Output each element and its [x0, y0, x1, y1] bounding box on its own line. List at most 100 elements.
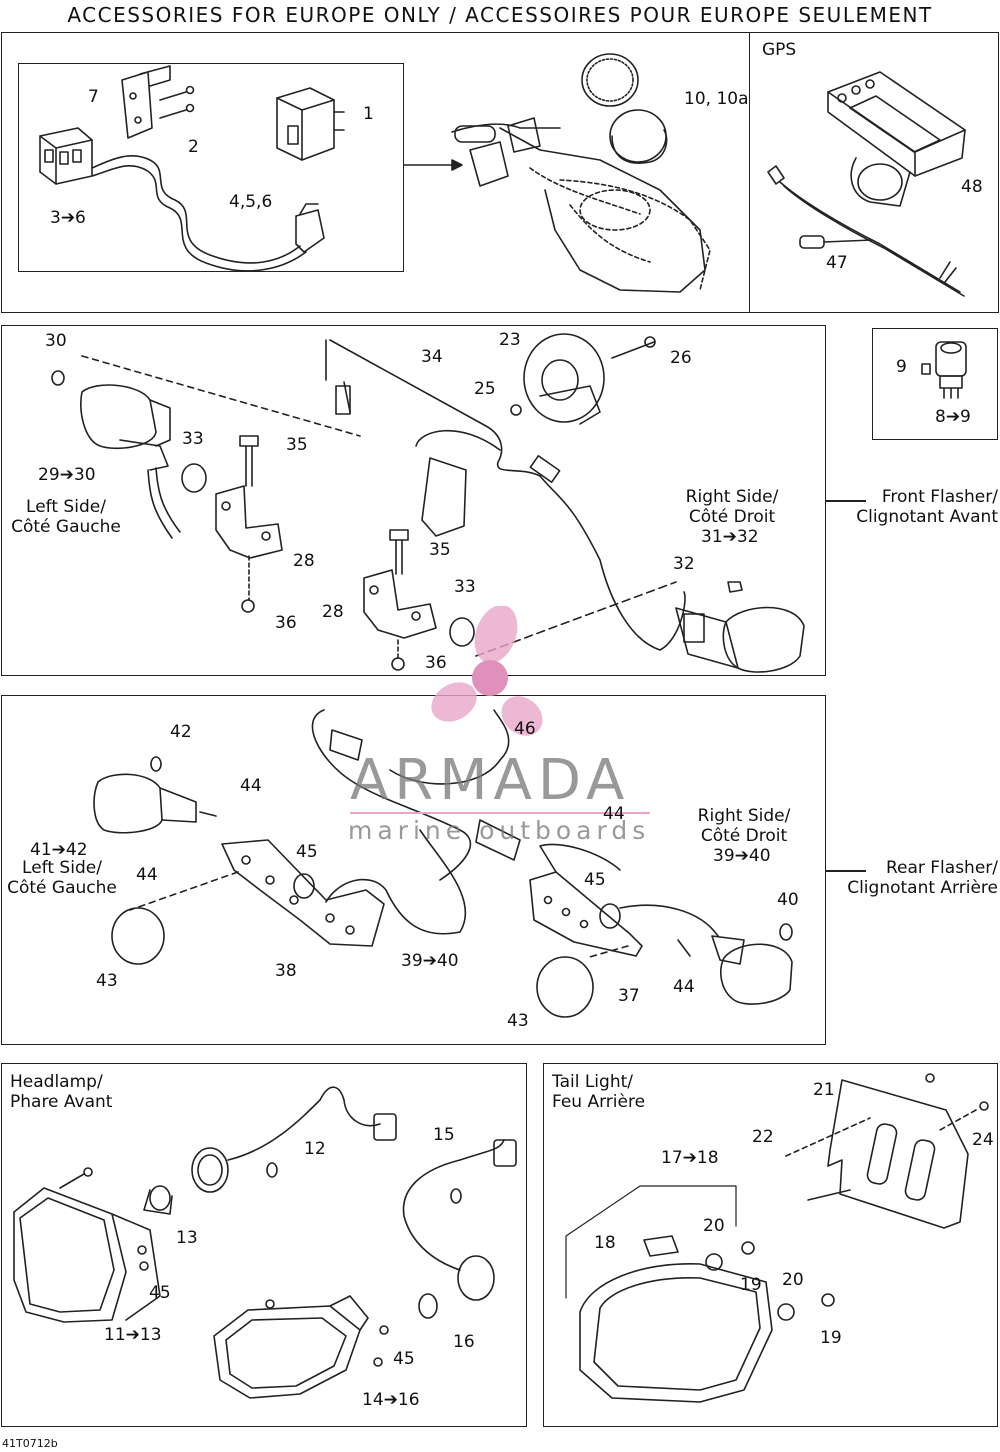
gps-title: GPS	[762, 40, 797, 60]
callout-10-10a: 10, 10a	[684, 89, 749, 109]
callout-45a: 45	[296, 842, 318, 862]
callout-15: 15	[433, 1125, 455, 1145]
callout-20a: 20	[703, 1216, 725, 1236]
rear-flasher-panel	[1, 695, 826, 1045]
callout-16: 16	[453, 1332, 475, 1352]
callout-17-18: 17➔18	[661, 1148, 719, 1168]
callout-24: 24	[972, 1130, 994, 1150]
license-plate-bracket-21	[785, 1073, 989, 1229]
rear-right-bracket-37	[529, 843, 719, 957]
callout-21: 21	[813, 1080, 835, 1100]
front-right-dashed-guide	[475, 581, 677, 657]
front-left-dashed-guide	[81, 355, 361, 437]
headlamp-title: Headlamp/ Phare Avant	[10, 1072, 113, 1112]
callout-30: 30	[45, 331, 67, 351]
callout-2: 2	[188, 137, 199, 157]
callout-35b: 35	[429, 540, 451, 560]
rear-left-reflector-43	[111, 907, 165, 965]
callout-36b: 36	[425, 653, 447, 673]
callout-48: 48	[961, 177, 983, 197]
accessories-panel	[1, 32, 999, 313]
front-right-side-label: Right Side/ Côté Droit	[685, 487, 779, 527]
callout-43a: 43	[96, 971, 118, 991]
switch-8-drawing	[921, 341, 967, 399]
gps-cable-47	[767, 165, 965, 297]
rear-right-reflector-43	[536, 956, 594, 1018]
callout-8-9: 8➔9	[935, 407, 971, 427]
callout-46: 46	[514, 719, 536, 739]
headlamp-harness-12	[191, 1086, 397, 1193]
screws-2	[159, 85, 195, 119]
headlamp-11-drawing	[13, 1167, 161, 1323]
rear-left-side-label: Left Side/ Côté Gauche	[7, 858, 117, 898]
callout-38: 38	[275, 961, 297, 981]
callout-45d: 45	[393, 1349, 415, 1369]
rear-left-dashed-guide	[129, 871, 239, 911]
watermark-tagline: marine outboards	[348, 816, 651, 845]
callout-33b: 33	[454, 577, 476, 597]
callout-20b: 20	[782, 1270, 804, 1290]
callout-37: 37	[618, 986, 640, 1006]
callout-4-5-6: 4,5,6	[229, 192, 273, 212]
callout-23: 23	[499, 330, 521, 350]
front-harness-34	[325, 339, 686, 651]
callout-36: 36	[275, 613, 297, 633]
headlamp-14-drawing	[213, 1293, 438, 1399]
callout-39-40b: 39➔40	[713, 846, 771, 866]
watermark-brand: ARMADA	[350, 748, 631, 813]
callout-40: 40	[777, 890, 799, 910]
callout-35: 35	[286, 435, 308, 455]
callout-42: 42	[170, 722, 192, 742]
callout-33: 33	[182, 429, 204, 449]
callout-14-16: 14➔16	[362, 1390, 420, 1410]
callout-19b: 19	[820, 1328, 842, 1348]
callout-43b: 43	[507, 1011, 529, 1031]
gauge-10	[581, 53, 668, 164]
callout-13: 13	[176, 1228, 198, 1248]
front-flasher-leader	[826, 500, 866, 502]
callout-31-32: 31➔32	[701, 527, 759, 547]
headlamp-panel	[1, 1063, 527, 1427]
taillight-panel	[543, 1063, 998, 1427]
callout-7: 7	[88, 87, 99, 107]
rear-right-flasher-drawing	[677, 923, 793, 1005]
callout-34: 34	[421, 347, 443, 367]
callout-45b: 45	[584, 870, 606, 890]
callout-32: 32	[673, 554, 695, 574]
callout-11-13: 11➔13	[104, 1325, 162, 1345]
page-title: ACCESSORIES FOR EUROPE ONLY / ACCESSOIRE…	[67, 3, 933, 27]
accessories-inset-box	[18, 63, 404, 272]
gps-divider	[749, 32, 751, 313]
rear-flasher-section-name: Rear Flasher/ Clignotant Arrière	[847, 858, 998, 898]
callout-44c: 44	[603, 804, 625, 824]
handlebar-installed-view	[451, 117, 711, 293]
callout-22: 22	[752, 1127, 774, 1147]
front-right-bracket-drawing	[363, 529, 475, 671]
callout-28: 28	[293, 551, 315, 571]
front-left-flasher-drawing	[51, 370, 181, 539]
relay-drawing	[276, 87, 345, 161]
callout-44a: 44	[240, 776, 262, 796]
watermark-logo-propeller	[426, 604, 546, 746]
front-flasher-section-name: Front Flasher/ Clignotant Avant	[856, 487, 998, 527]
callout-44d: 44	[673, 977, 695, 997]
headlamp-harness-15	[402, 1139, 517, 1301]
drawing-code: 41T0712b	[2, 1437, 58, 1450]
callout-18: 18	[594, 1233, 616, 1253]
switch-module-drawing	[39, 65, 325, 272]
callout-9: 9	[896, 357, 907, 377]
front-left-bracket-drawing	[181, 435, 283, 613]
rear-left-flasher-drawing	[93, 756, 217, 834]
switch-box-panel	[872, 328, 998, 440]
callout-47: 47	[826, 253, 848, 273]
callout-29-30: 29➔30	[38, 465, 96, 485]
rear-right-side-label: Right Side/ Côté Droit	[697, 806, 791, 846]
bulb-13-drawing	[143, 1185, 173, 1215]
rear-harness-46	[311, 709, 521, 881]
front-lamp-23	[510, 333, 656, 425]
callout-25: 25	[474, 379, 496, 399]
watermark-rule	[350, 812, 650, 814]
front-left-side-label: Left Side/ Côté Gauche	[11, 497, 121, 537]
callout-19a: 19	[740, 1275, 762, 1295]
